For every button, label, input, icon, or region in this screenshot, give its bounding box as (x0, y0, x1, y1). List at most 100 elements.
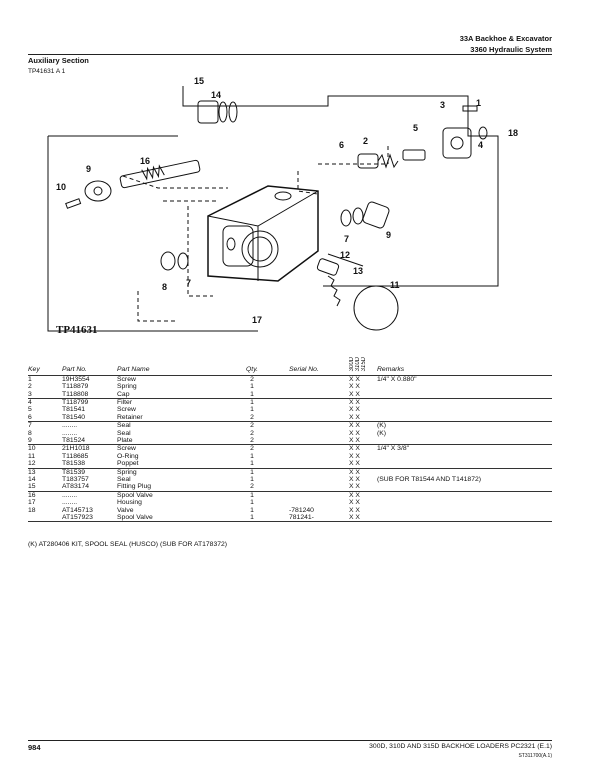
callout-2: 2 (363, 136, 368, 146)
callout-9-right: 9 (386, 230, 391, 240)
header-rule (28, 54, 552, 55)
cell-remarks (377, 460, 552, 468)
cell-part: T118879 (62, 383, 89, 391)
col-key: Key (28, 366, 40, 374)
cell-remarks (377, 467, 552, 477)
cell-name: Spool Valve (117, 490, 215, 500)
cell-name: Seal (117, 476, 131, 484)
cell-qty: 1 (215, 397, 289, 407)
cell-models: X X (349, 429, 360, 437)
cell-name: Retainer (117, 413, 143, 421)
cell-remarks: (K) (377, 421, 552, 430)
cell-qty: 1 (250, 499, 254, 507)
cell-part: 21H1018 (62, 444, 117, 453)
plate-left-part (65, 180, 112, 209)
cell-models: X X (349, 476, 360, 484)
cell-name: Poppet (117, 460, 139, 468)
cell-qty: 1 (215, 514, 289, 523)
cell-name: Plate (117, 437, 133, 444)
cell-remarks (377, 397, 552, 407)
cell-models: X X (349, 421, 377, 430)
cell-remarks (377, 414, 552, 422)
cell-serial (289, 476, 349, 483)
cell-models: X X (349, 514, 377, 523)
cell-key: 2 (28, 383, 32, 391)
cell-serial (289, 406, 349, 413)
cell-remarks: 1/4" X 0.880" (377, 374, 552, 384)
header-title-line2: 3360 Hydraulic System (470, 45, 552, 54)
cell-key: 17 (28, 499, 36, 507)
cell-qty: 2 (215, 444, 289, 453)
cell-key: 11 (28, 452, 36, 460)
cell-models: X X (349, 383, 360, 391)
cell-key: 15 (28, 483, 36, 491)
poppet-spring-oring-parts (316, 258, 399, 331)
callout-8-left: 8 (162, 282, 167, 292)
cell-remarks (377, 507, 552, 514)
cell-serial (289, 397, 349, 407)
cell-qty: 2 (250, 483, 254, 491)
cell-qty: 1 (250, 476, 254, 484)
col-part-no: Part No. (62, 366, 87, 374)
cell-name: Cap (117, 390, 130, 398)
cell-models: X X (349, 467, 377, 477)
cell-qty: 2 (250, 413, 254, 421)
cell-models: X X (349, 390, 360, 398)
callout-1: 1 (476, 98, 481, 108)
col-315d: 315D (361, 357, 367, 372)
figure-stamp: TP41631 (56, 324, 98, 336)
spool-valve-part (119, 159, 364, 267)
cell-serial: -781240 (289, 506, 314, 514)
cell-serial (289, 383, 349, 390)
cell-models: X X (349, 437, 360, 444)
cell-models: X X (349, 444, 377, 453)
cell-remarks (377, 490, 552, 500)
callout-11: 11 (390, 280, 400, 290)
callout-17: 17 (252, 315, 262, 325)
cell-key: 10 (28, 444, 62, 453)
cell-qty: 2 (215, 374, 289, 384)
callout-5: 5 (413, 123, 418, 133)
cell-name: Housing (117, 499, 142, 507)
cell-part: T118808 (62, 390, 89, 398)
leader-lines (122, 146, 389, 322)
cell-part: T183757 (62, 476, 89, 484)
callout-labels: 15 14 3 1 5 2 6 4 18 16 9 10 7 9 12 13 8… (56, 76, 518, 325)
cell-key: 3 (28, 390, 32, 398)
cell-name: Spring (117, 383, 137, 391)
cell-models: X X (349, 460, 360, 468)
cell-name: Valve (117, 506, 134, 514)
cell-part: AT83174 (62, 483, 90, 491)
cell-part: ........ (62, 429, 78, 437)
callout-7-right: 7 (344, 234, 349, 244)
cell-key: 12 (28, 460, 36, 468)
cell-part: 19H3554 (62, 374, 117, 384)
cell-qty: 1 (250, 460, 254, 468)
cell-key (28, 514, 62, 523)
callout-9-left: 9 (86, 164, 91, 174)
cell-serial (289, 483, 349, 491)
footer-rule (28, 740, 552, 741)
figure-reference: TP41631 A 1 (28, 68, 66, 75)
cell-key: 9 (28, 437, 32, 444)
cell-serial (289, 490, 349, 500)
cell-models: X X (349, 406, 360, 414)
callout-12: 12 (340, 250, 350, 260)
cell-key: 8 (28, 429, 32, 437)
callout-15: 15 (194, 76, 204, 86)
cell-models: X X (349, 397, 377, 407)
parts-table: Key Part No. Part Name Qty. Serial No. 3… (28, 357, 552, 523)
cell-key: 13 (28, 467, 62, 477)
callout-18: 18 (508, 128, 518, 138)
col-models: 300D310D315D (349, 357, 377, 375)
cell-remarks (377, 514, 552, 523)
